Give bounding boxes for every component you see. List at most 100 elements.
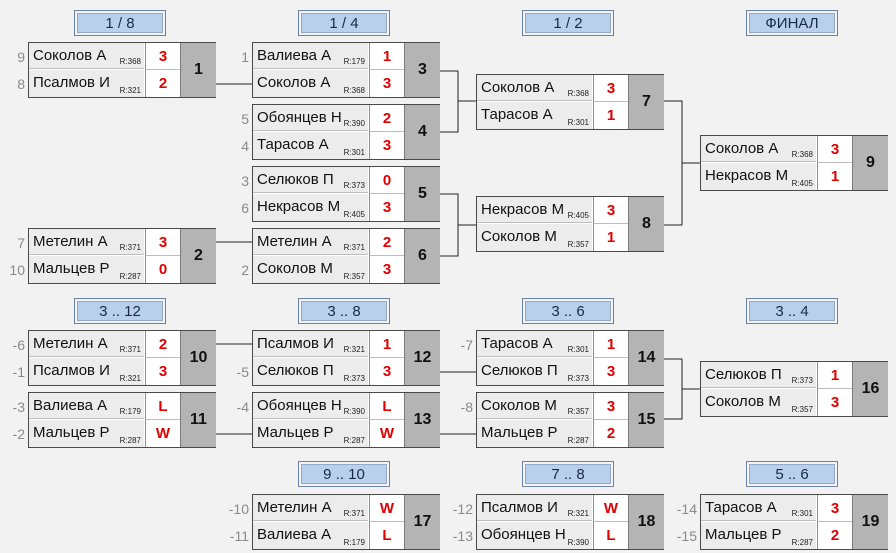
- player-name: Соколов М: [481, 228, 557, 245]
- player-name: Тарасов А: [481, 106, 553, 123]
- connector-3-4: [440, 70, 459, 133]
- player-score: 0: [369, 167, 404, 194]
- player-name: Некрасов М: [481, 201, 565, 218]
- player-score: 3: [817, 495, 852, 522]
- round-header-final: ФИНАЛ: [746, 10, 838, 36]
- round-header-3-6: 3 .. 6: [522, 298, 614, 324]
- player-name: Некрасов М: [705, 167, 789, 184]
- match-number: 1: [180, 43, 216, 97]
- player-name: Соколов А: [705, 140, 779, 157]
- player-name: Тарасов А: [705, 499, 777, 516]
- round-header-label: 1 / 8: [77, 13, 163, 33]
- player-score: 0: [145, 256, 180, 283]
- round-header-3-4: 3 .. 4: [746, 298, 838, 324]
- player-rating: R:405: [567, 211, 589, 220]
- player-rating: R:373: [343, 181, 365, 190]
- seed-label: -5: [236, 364, 249, 380]
- player-score: 3: [593, 75, 628, 102]
- player-name: Обоянцев Н: [481, 526, 566, 543]
- player-name: Псалмов И: [257, 335, 334, 352]
- player-score: 2: [369, 229, 404, 256]
- match-number: 6: [404, 229, 440, 283]
- player-rating: R:373: [567, 374, 589, 383]
- round-header-1-4: 1 / 4: [298, 10, 390, 36]
- player-rating: R:357: [791, 405, 813, 414]
- player-rating: R:321: [119, 86, 141, 95]
- round-header-label: ФИНАЛ: [749, 13, 835, 33]
- seed-label: 7: [17, 235, 25, 251]
- player-rating: R:179: [119, 407, 141, 416]
- player-name: Тарасов А: [257, 136, 329, 153]
- player-rating: R:179: [343, 538, 365, 547]
- match-number: 8: [628, 197, 664, 251]
- player-name: Метелин А: [257, 233, 332, 250]
- connector-5-6: [440, 193, 459, 257]
- player-score: 3: [369, 194, 404, 221]
- player-rating: R:368: [119, 57, 141, 66]
- player-rating: R:179: [343, 57, 365, 66]
- seed-label: -8: [460, 399, 473, 415]
- round-header-1-8: 1 / 8: [74, 10, 166, 36]
- player-row[interactable]: Соколов М R:357: [701, 389, 816, 416]
- player-rating: R:371: [119, 243, 141, 252]
- player-score: 2: [145, 331, 180, 358]
- player-name: Соколов М: [705, 393, 781, 410]
